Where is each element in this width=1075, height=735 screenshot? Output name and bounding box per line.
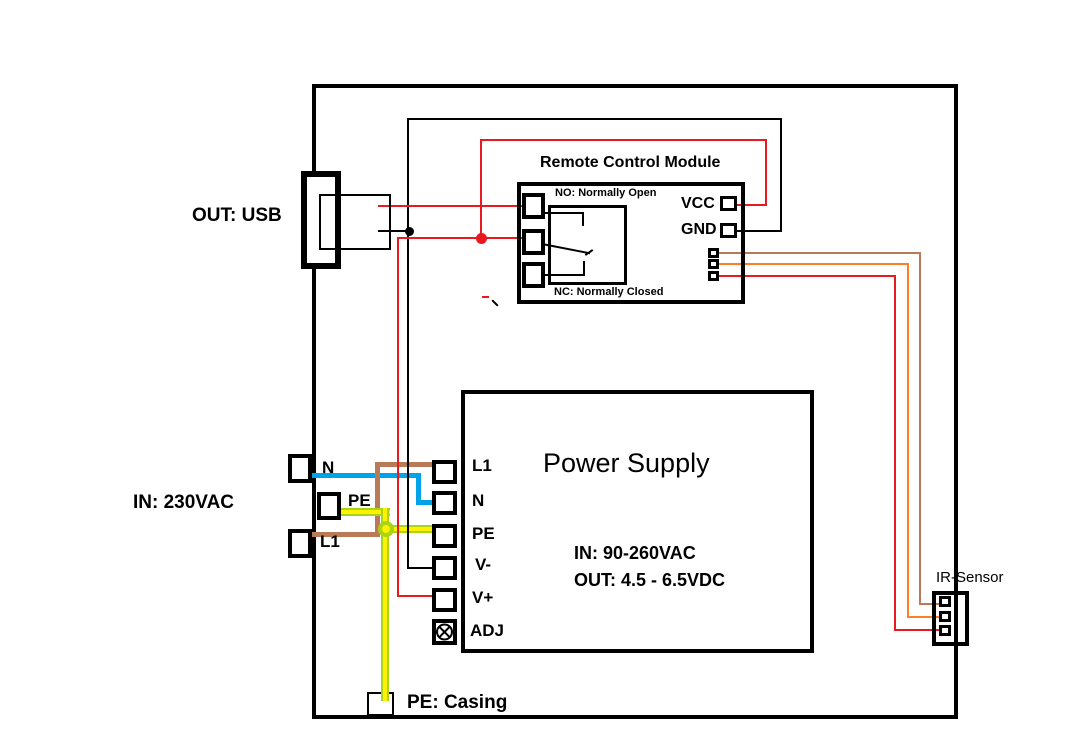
wire-ir3-h1 <box>718 275 896 277</box>
psu-n-label: N <box>472 491 485 510</box>
wire-gnd-usb <box>378 230 410 232</box>
wire-vcc-top <box>480 139 767 141</box>
wire-ir1-h1 <box>718 252 921 254</box>
wire-ir3-h2 <box>894 629 944 631</box>
usb-connector-inner <box>319 194 391 250</box>
psu-pe-label: PE <box>472 524 495 543</box>
wire-gnd-right-vertical <box>780 118 782 232</box>
psu-adj-label: ADJ <box>470 621 505 640</box>
wire-pe-seg2 <box>381 508 389 702</box>
terminal-mains-pe <box>317 492 341 520</box>
pe-casing-pad <box>367 692 394 716</box>
usb-connector <box>301 171 341 269</box>
mains-n-label: N <box>322 458 335 477</box>
adj-screw-icon <box>436 623 453 641</box>
terminal-relay-no <box>522 193 545 219</box>
relay-no-contact-v <box>582 212 584 226</box>
psu-title: Power Supply <box>543 448 710 478</box>
pin-sensor-2 <box>939 611 951 622</box>
terminal-mains-n <box>288 454 312 483</box>
terminal-psu-pe <box>432 524 457 548</box>
terminal-psu-vminus <box>432 556 457 580</box>
terminal-relay-nc <box>522 262 545 288</box>
usb-out-label: OUT: USB <box>192 205 282 226</box>
module-title: Remote Control Module <box>540 154 721 171</box>
wire-ir2-v <box>907 263 909 618</box>
pe-junction-dot <box>378 521 394 537</box>
wire-line-seg1 <box>312 532 380 537</box>
mains-pe-label: PE <box>348 491 371 510</box>
pin-ir3 <box>708 271 719 281</box>
pe-casing-label: PE: Casing <box>407 692 508 713</box>
terminal-mains-l1 <box>288 529 312 558</box>
wire-ir2-h2 <box>907 616 944 618</box>
wire-neutral-seg2 <box>416 473 421 505</box>
remote-control-module <box>517 182 745 304</box>
ir-sensor-box <box>932 591 969 646</box>
wire-gnd-pin <box>736 230 782 232</box>
wire-vplus-common <box>397 237 526 239</box>
ir-sensor-label: IR-Sensor <box>936 569 1004 586</box>
gnd-junction-dot <box>405 227 414 236</box>
wire-line-seg3 <box>375 462 435 467</box>
wire-vplus-vertical <box>397 237 399 597</box>
mains-l1-label: L1 <box>320 532 340 551</box>
wire-ir3-v <box>894 275 896 631</box>
terminal-psu-vplus <box>432 588 457 612</box>
wire-vcc-left-vertical <box>480 139 482 239</box>
vplus-junction-dot <box>476 233 487 244</box>
wire-line-seg2 <box>375 462 380 537</box>
wire-gnd-top <box>407 118 782 120</box>
wire-ir2-h1 <box>718 263 909 265</box>
power-supply-box <box>461 390 814 653</box>
pin-ir2 <box>708 259 719 269</box>
wire-vcc-right-vertical <box>765 139 767 206</box>
terminal-psu-l1 <box>432 460 457 484</box>
relay-nc-label: NC: Normally Closed <box>554 286 664 298</box>
wire-vcc-pin <box>736 204 767 206</box>
gnd-label: GND <box>681 221 717 238</box>
wire-vplus-horiz <box>397 595 435 597</box>
terminal-psu-n <box>432 491 457 515</box>
terminal-psu-adj <box>432 619 457 645</box>
wire-pe-seg1 <box>341 508 390 516</box>
psu-vplus-label: V+ <box>472 588 494 607</box>
wire-ir1-v <box>919 252 921 605</box>
wire-usb-to-no <box>378 205 526 207</box>
relay-box <box>548 205 627 285</box>
relay-nc-contact-v <box>583 261 585 276</box>
psu-out-label: OUT: 4.5 - 6.5VDC <box>574 570 726 590</box>
wire-gnd-vertical <box>407 118 409 569</box>
mains-in-label: IN: 230VAC <box>133 492 235 513</box>
enclosure-outline <box>312 84 958 719</box>
psu-vminus-label: V- <box>475 555 492 574</box>
wire-ir1-h2 <box>919 603 944 605</box>
pin-gnd <box>720 223 737 238</box>
pin-vcc <box>720 196 737 211</box>
wire-neutral-seg3 <box>416 500 435 505</box>
psu-in-label: IN: 90-260VAC <box>574 543 696 563</box>
relay-no-contact-h <box>538 212 583 214</box>
relay-nc-contact-h <box>538 274 585 276</box>
relay-no-label: NO: Normally Open <box>555 187 657 199</box>
pin-ir1 <box>708 248 719 258</box>
terminal-relay-common <box>522 229 545 255</box>
pin-sensor-1 <box>939 596 951 607</box>
pin-sensor-3 <box>939 625 951 636</box>
psu-l1-label: L1 <box>472 456 492 475</box>
stray-red-dash <box>482 296 489 298</box>
wire-vminus <box>407 567 435 569</box>
vcc-label: VCC <box>681 195 715 212</box>
wire-pe-end <box>381 692 389 701</box>
wire-neutral-seg1 <box>312 473 421 478</box>
